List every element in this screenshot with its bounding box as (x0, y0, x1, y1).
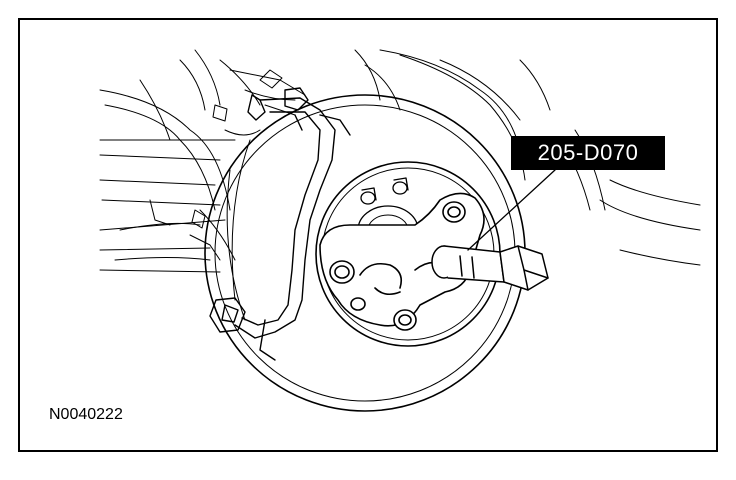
brake-caliper (209, 87, 351, 361)
tool-bolt (442, 201, 466, 223)
callout-leader-line (467, 169, 556, 251)
tool-number-callout: 205-D070 (511, 136, 665, 170)
figure-identifier: N0040222 (49, 406, 123, 423)
tool-bolt (350, 297, 366, 311)
wheel-stud (392, 177, 409, 195)
figure-frame: 205-D070 N0040222 (18, 18, 718, 452)
wheel-stud (360, 187, 377, 205)
tool-bolt (393, 309, 417, 331)
hub-tool-illustration (99, 49, 701, 412)
forcing-screw (431, 245, 549, 291)
tool-bolt (329, 260, 355, 284)
